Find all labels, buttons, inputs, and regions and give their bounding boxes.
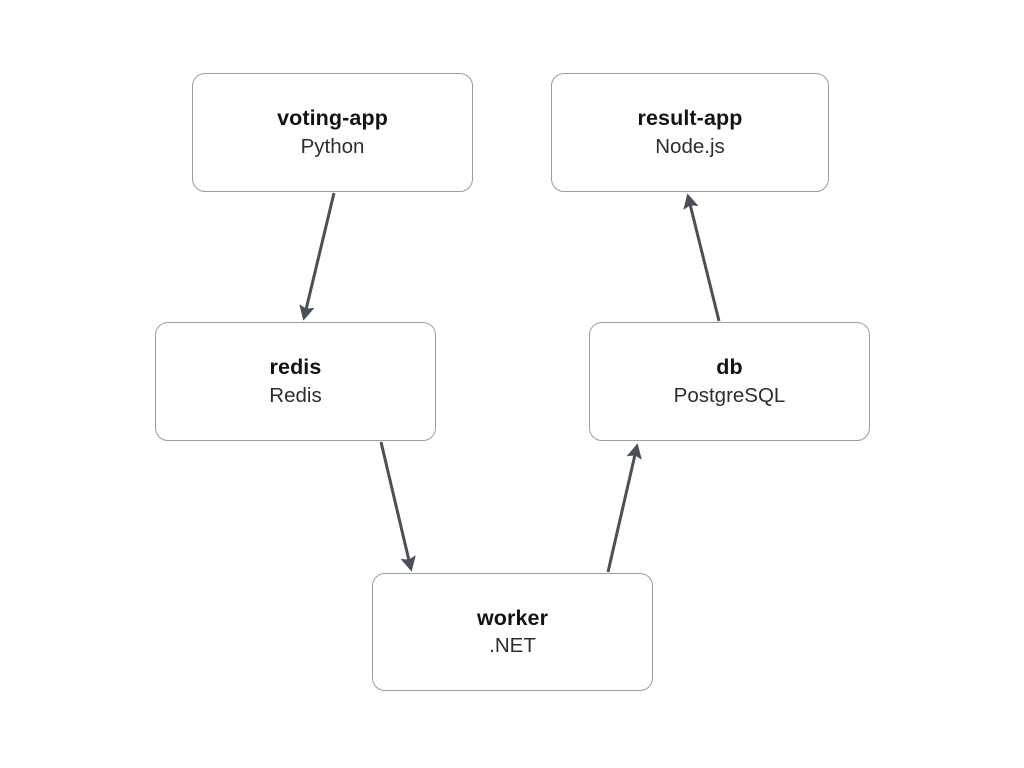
node-tech: PostgreSQL bbox=[673, 383, 786, 407]
node-result-app[interactable]: result-app Node.js bbox=[551, 73, 829, 192]
node-name: db bbox=[716, 355, 743, 380]
node-worker[interactable]: worker .NET bbox=[372, 573, 653, 691]
node-tech: Python bbox=[300, 134, 365, 158]
node-db[interactable]: db PostgreSQL bbox=[589, 322, 870, 441]
edge-redis-to-worker bbox=[379, 441, 416, 572]
node-name: voting-app bbox=[277, 106, 388, 131]
node-name: redis bbox=[269, 355, 322, 380]
edge-db-to-result-app bbox=[683, 193, 721, 322]
edge-voting-app-to-redis bbox=[299, 192, 336, 321]
edge-worker-to-db bbox=[606, 443, 642, 573]
node-redis[interactable]: redis Redis bbox=[155, 322, 436, 441]
node-tech: .NET bbox=[489, 634, 536, 658]
node-name: worker bbox=[476, 605, 549, 630]
node-name: result-app bbox=[637, 106, 743, 131]
node-tech: Node.js bbox=[655, 134, 725, 158]
node-voting-app[interactable]: voting-app Python bbox=[192, 73, 473, 192]
node-tech: Redis bbox=[269, 383, 322, 407]
